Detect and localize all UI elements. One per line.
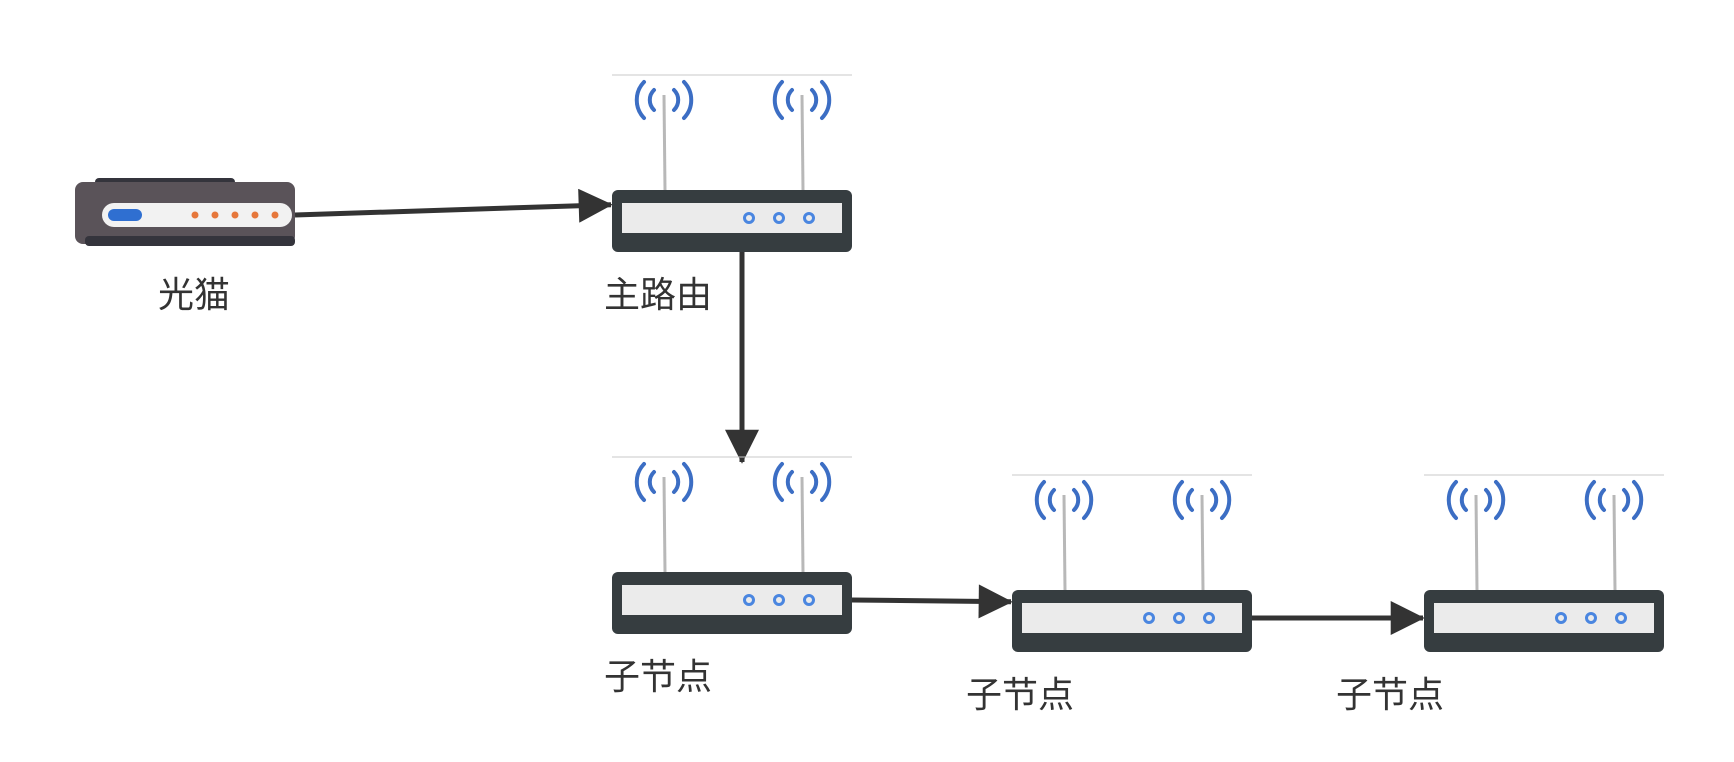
wifi-signal-icon — [634, 80, 694, 120]
node-child-node-1 — [612, 456, 852, 634]
router-port-led — [773, 594, 785, 606]
node-label-modem: 光猫 — [157, 275, 231, 316]
antenna — [800, 94, 805, 191]
node-main-router — [612, 74, 852, 252]
antenna — [662, 476, 667, 573]
node-modem — [75, 178, 295, 246]
modem-base — [85, 236, 295, 246]
antenna — [662, 94, 667, 191]
router-port-led — [1615, 612, 1627, 624]
antenna — [1474, 494, 1479, 591]
wifi-signal-icon — [1034, 480, 1094, 520]
wifi-signal-icon — [1172, 480, 1232, 520]
edge-modem-to-main-router — [294, 188, 613, 223]
router-panel — [622, 585, 842, 615]
node-label-main-router: 主路由 — [603, 275, 713, 316]
wifi-signal-icon — [772, 80, 832, 120]
router-port-led — [1585, 612, 1597, 624]
router-port-led — [743, 594, 755, 606]
modem-power-led — [108, 209, 142, 221]
router-port-led — [1555, 612, 1567, 624]
node-label-child-node-1: 子节点 — [603, 657, 713, 698]
router-panel — [1434, 603, 1654, 633]
node-child-node-3 — [1424, 474, 1664, 652]
modem-status-led — [231, 211, 239, 219]
router-port-led — [1173, 612, 1185, 624]
wifi-signal-icon — [1584, 480, 1644, 520]
antenna — [1200, 494, 1205, 591]
router-port-led — [773, 212, 785, 224]
modem-status-led — [191, 211, 199, 219]
wifi-signal-icon — [1446, 480, 1506, 520]
router-port-led — [743, 212, 755, 224]
node-label-child-node-3: 子节点 — [1335, 675, 1445, 716]
wifi-signal-icon — [772, 462, 832, 502]
node-label-child-node-2: 子节点 — [965, 675, 1075, 716]
router-port-led — [803, 594, 815, 606]
antenna — [800, 476, 805, 573]
modem-status-led — [251, 211, 259, 219]
router-panel — [622, 203, 842, 233]
router-port-led — [803, 212, 815, 224]
modem-status-led — [271, 211, 279, 219]
router-panel — [1022, 603, 1242, 633]
wifi-signal-icon — [634, 462, 694, 502]
antenna — [1612, 494, 1617, 591]
router-port-led — [1143, 612, 1155, 624]
edge-child-node-1-to-child-node-2 — [851, 584, 1013, 619]
antenna — [1062, 494, 1067, 591]
modem-status-led — [211, 211, 219, 219]
router-port-led — [1203, 612, 1215, 624]
node-child-node-2 — [1012, 474, 1252, 652]
